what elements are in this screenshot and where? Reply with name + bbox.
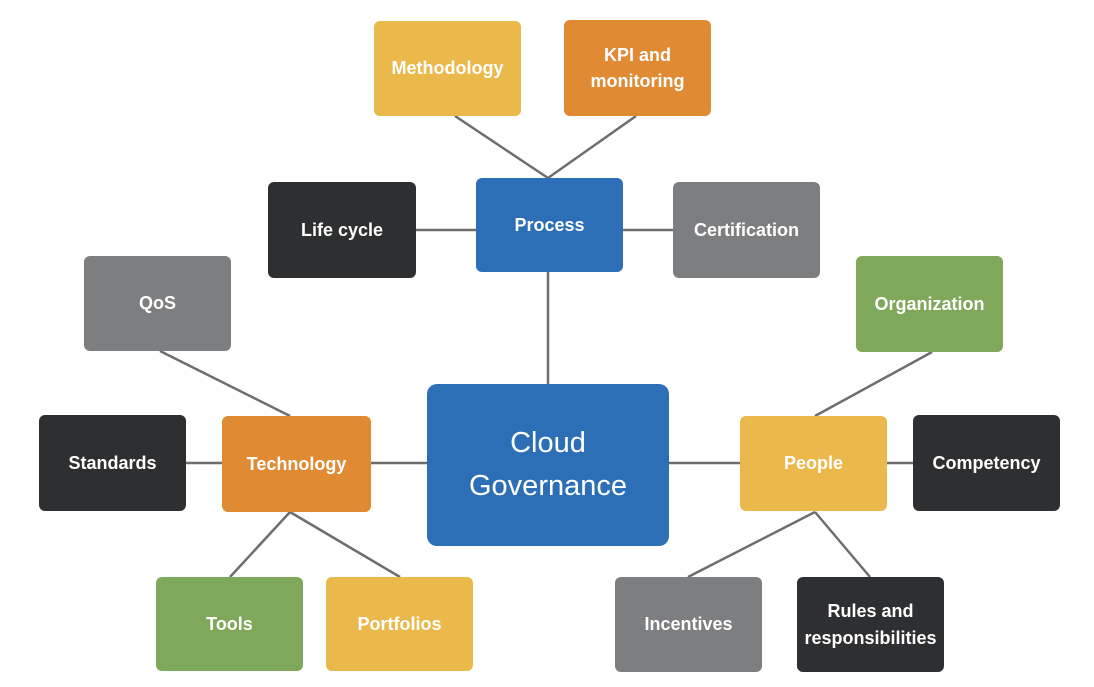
node-certification: Certification bbox=[673, 182, 820, 278]
link-technology-tools bbox=[229, 511, 291, 578]
node-qos: QoS bbox=[84, 256, 231, 351]
link-process-kpi bbox=[547, 114, 637, 180]
node-incentives: Incentives bbox=[615, 577, 762, 672]
node-rules-responsibilities: Rules and responsibilities bbox=[797, 577, 944, 672]
node-technology: Technology bbox=[222, 416, 371, 512]
node-methodology: Methodology bbox=[374, 21, 521, 116]
node-people: People bbox=[740, 416, 887, 511]
link-people-rules bbox=[814, 511, 871, 578]
node-process: Process bbox=[476, 178, 623, 272]
link-people-organization bbox=[814, 350, 933, 418]
link-technology-qos bbox=[159, 349, 291, 418]
link-process-methodology bbox=[454, 114, 549, 180]
node-life-cycle: Life cycle bbox=[268, 182, 416, 278]
node-cloud-governance: Cloud Governance bbox=[427, 384, 669, 546]
node-organization: Organization bbox=[856, 256, 1003, 352]
node-tools: Tools bbox=[156, 577, 303, 671]
node-standards: Standards bbox=[39, 415, 186, 511]
link-technology-portfolios bbox=[289, 510, 401, 579]
node-portfolios: Portfolios bbox=[326, 577, 473, 671]
node-kpi-monitoring: KPI and monitoring bbox=[564, 20, 711, 116]
link-people-incentives bbox=[687, 510, 816, 579]
node-competency: Competency bbox=[913, 415, 1060, 511]
